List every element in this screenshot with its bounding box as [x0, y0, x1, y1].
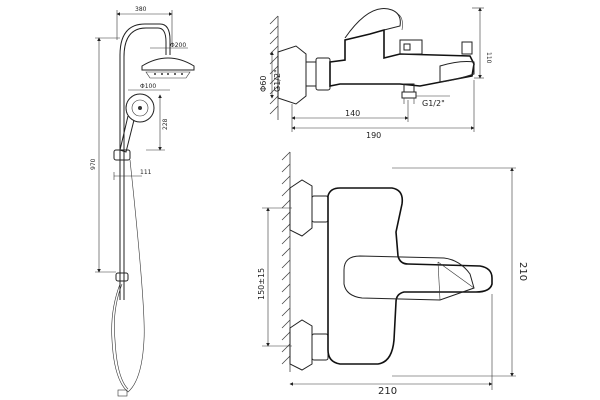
wall-hatch-top [269, 15, 279, 115]
head-diameter-label: Φ200 [170, 42, 186, 49]
wall-hatch-bottom [281, 151, 291, 365]
handshower-height-label: 228 [162, 118, 169, 130]
overhead-shower-head [141, 57, 195, 79]
outlet-thread-label: G1/2" [422, 99, 445, 108]
spout-offset-1-label: 140 [345, 109, 360, 118]
front-view-drawing: 150±15 210 210 [257, 151, 528, 397]
front-height-label: 210 [517, 262, 528, 281]
front-width-label: 210 [378, 386, 397, 397]
side-height-label: 110 [485, 52, 492, 64]
total-height-label: 970 [90, 158, 97, 170]
shower-width-label: 380 [135, 6, 147, 13]
centers-label: 150±15 [257, 268, 266, 300]
inlet-thread-label: G1/2" [273, 69, 282, 92]
handshower-diameter-label: Φ100 [140, 83, 156, 90]
side-view-drawing: Φ60 G1/2" 110 G1/2" 140 190 [259, 7, 492, 140]
spout-offset-2-label: 190 [366, 131, 381, 140]
hand-shower [119, 93, 155, 153]
flange-diameter-label: Φ60 [259, 76, 268, 92]
shower-set-drawing: 380 Φ200 Φ100 228 [90, 6, 195, 397]
bracket-width-label: 111 [140, 169, 152, 176]
